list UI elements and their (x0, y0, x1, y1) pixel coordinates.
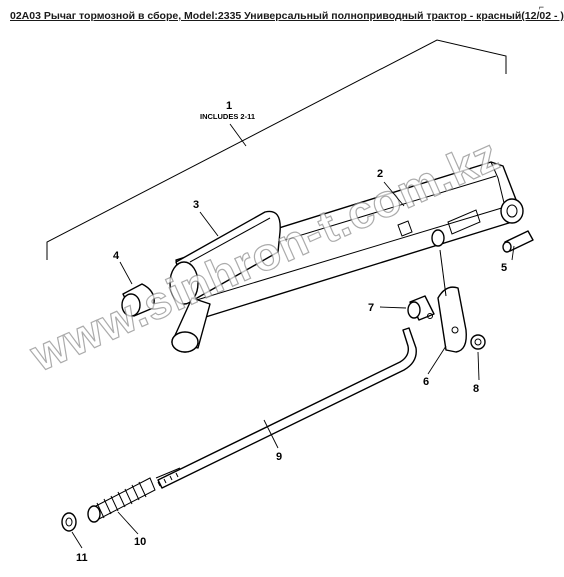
leader-lines (71, 123, 515, 549)
callout-9: 9 (276, 451, 282, 463)
callout-1: 1 (226, 100, 232, 112)
part-5-pin[interactable] (502, 230, 534, 253)
exploded-parts-diagram: www.sinhron-t.com.kz 1 INCLUDES 2-11 2 3… (21, 39, 534, 564)
callout-2: 2 (377, 168, 383, 180)
callout-8: 8 (473, 383, 479, 395)
callout-7: 7 (368, 302, 374, 314)
assembly-bracket (46, 39, 507, 260)
callout-5: 5 (501, 262, 507, 274)
part-11-washer[interactable] (61, 512, 77, 532)
part-7-button[interactable] (407, 295, 435, 321)
part-10-spring[interactable] (87, 477, 156, 523)
callout-3: 3 (193, 199, 199, 211)
part-4-end-cap[interactable] (121, 283, 155, 317)
corner-mark: ⌐ (538, 2, 544, 12)
part-3-grip[interactable] (169, 210, 281, 353)
part-8-clip[interactable] (470, 334, 486, 350)
callout-1-note: INCLUDES 2-11 (200, 112, 255, 121)
callout-10: 10 (134, 536, 146, 548)
callout-11: 11 (76, 552, 88, 564)
callout-6: 6 (423, 376, 429, 388)
callout-4: 4 (113, 250, 120, 262)
page-title: 02A03 Рычаг тормозной в сборе, Model:233… (10, 10, 564, 22)
part-9-release-rod[interactable] (155, 327, 417, 489)
part-6-pawl[interactable] (437, 249, 467, 353)
watermark: www.sinhron-t.com.kz (22, 128, 507, 382)
